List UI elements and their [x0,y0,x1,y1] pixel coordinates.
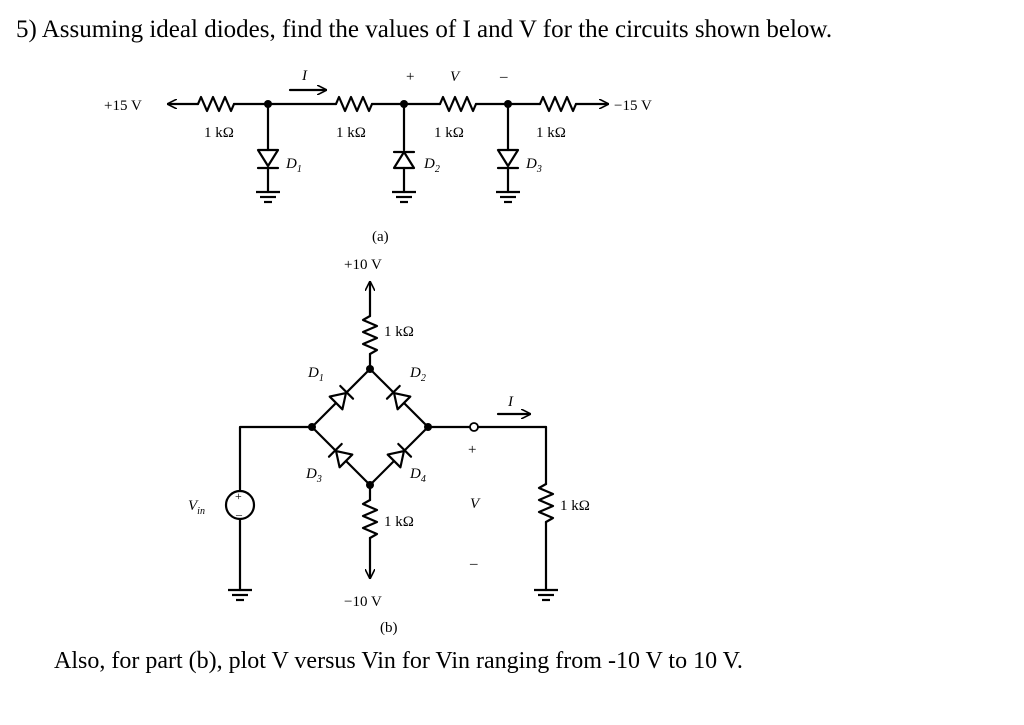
followup-text: Also, for part (b), plot V versus Vin fo… [54,648,743,674]
circuit-b-load-resistor-label: 1 kΩ [560,498,590,514]
circuit-a-resistor-1 [196,95,236,113]
circuit-b-node-top [366,365,374,373]
circuit-a: +15 V 1 kΩ I 1 kΩ 1 kΩ + V – [104,68,652,245]
circuit-a-resistor-3-label: 1 kΩ [434,125,464,141]
circuit-b-diode-2-label: D2 [409,365,426,384]
circuit-a-left-supply-label: +15 V [104,98,142,114]
circuit-a-voltage-minus: – [499,69,508,85]
circuit-b-current-label: I [507,394,514,410]
circuit-b-bottom-supply-label: −10 V [344,594,382,610]
question-text: 5) Assuming ideal diodes, find the value… [16,16,832,44]
circuit-b-wire-left [238,425,314,493]
circuit-b-voltage-label: V [470,496,481,512]
circuit-a-resistor-2-label: 1 kΩ [336,125,366,141]
circuit-a-diode-1-label: D1 [285,156,302,175]
circuit-b-diode-2 [385,384,412,411]
question-body: Assuming ideal diodes, find the values o… [41,16,833,43]
circuit-a-resistor-1-label: 1 kΩ [204,125,234,141]
circuit-b-top-resistor [361,314,379,356]
circuit-b-caption: (b) [380,620,398,636]
circuit-a-right-supply-label: −15 V [614,98,652,114]
circuit-a-diode-1 [256,102,280,194]
circuit-a-voltage-label: V [450,69,461,85]
circuit-a-resistor-3 [438,95,478,113]
circuit-b-diode-1 [328,384,355,411]
circuit-a-ground-1 [256,190,280,204]
circuit-a-diode-3 [496,102,520,194]
circuit-b-ground-load [534,588,558,602]
circuit-b-voltage-plus: + [468,442,476,458]
circuit-a-resistor-2 [334,95,374,113]
circuit-b-ground-source [228,588,252,602]
circuit-b-diode-3-label: D3 [305,466,322,485]
circuit-b-top-supply-label: +10 V [344,257,382,273]
circuit-b: +10 V 1 kΩ D1 D2 [188,257,590,636]
circuit-b-source-label: Vin [188,498,205,517]
circuit-b-load-resistor [537,482,555,524]
circuit-b-bottom-resistor-label: 1 kΩ [384,514,414,530]
circuit-a-diode-2 [392,102,416,194]
circuit-b-top-resistor-label: 1 kΩ [384,324,414,340]
circuit-a-current-label: I [301,68,308,84]
circuit-b-diode-4-label: D4 [409,466,426,485]
circuit-a-resistor-4 [538,95,578,113]
circuit-a-ground-2 [392,190,416,204]
circuit-a-diode-2-label: D2 [423,156,440,175]
circuit-b-voltage-minus: – [469,556,478,572]
circuit-a-caption: (a) [372,229,389,245]
question-number: 5) [16,16,37,43]
circuit-a-diode-3-label: D3 [525,156,542,175]
circuit-b-source-plus: + [235,489,242,503]
circuit-b-source-minus: – [235,507,243,521]
circuit-a-resistor-4-label: 1 kΩ [536,125,566,141]
circuit-b-diode-4 [386,442,413,469]
circuit-b-diode-3 [327,442,354,469]
circuit-a-ground-3 [496,190,520,204]
circuit-b-bottom-resistor [361,498,379,540]
circuit-b-output-terminal [469,422,479,432]
circuit-a-voltage-plus: + [406,69,414,85]
circuit-b-diode-1-label: D1 [307,365,324,384]
